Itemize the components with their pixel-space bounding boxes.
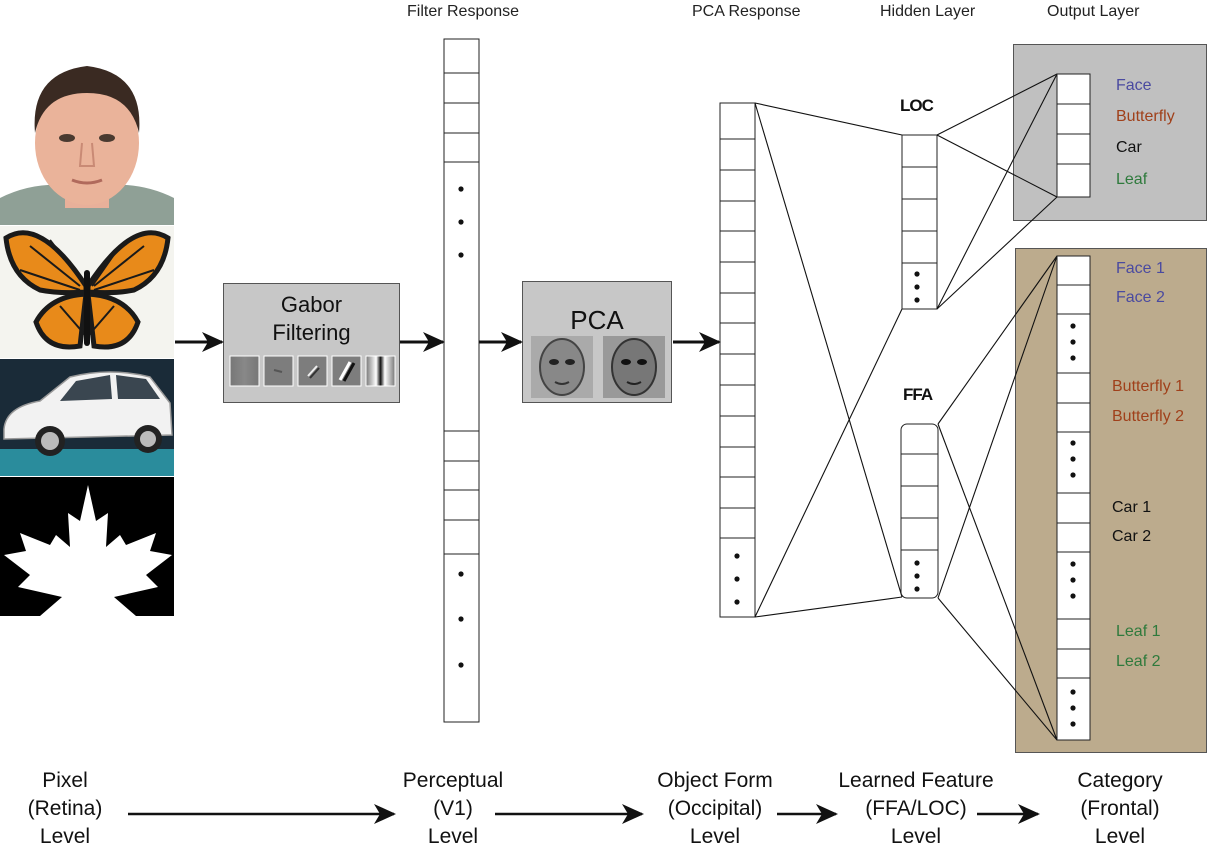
eigenface <box>531 336 593 398</box>
output-label-leaf: Leaf <box>1116 171 1148 188</box>
output-label-face-2: Face 2 <box>1116 289 1165 306</box>
gabor-kernel <box>263 355 294 387</box>
hidden-layer-title: Hidden Layer <box>880 3 976 20</box>
level-pixel: Pixel (Retina) Level <box>27 769 103 848</box>
gabor-kernel <box>365 355 396 387</box>
level-perceptual: Perceptual (V1) Level <box>402 769 504 848</box>
output-bottom-column <box>1056 255 1091 741</box>
gabor-title: Gabor <box>280 292 343 317</box>
pca-response-column <box>719 102 756 618</box>
output-label-face-1: Face 1 <box>1116 260 1165 277</box>
butterfly-image <box>0 226 174 358</box>
pca-box: PCA <box>522 281 672 403</box>
level-object-form: Object Form (Occipital) Level <box>657 769 773 848</box>
car-image <box>0 359 174 476</box>
pca-response-title: PCA Response <box>692 3 801 20</box>
level-learned-feature: Learned Feature (FFA/LOC) Level <box>838 769 994 848</box>
leaf-image <box>0 477 174 616</box>
loc-column <box>901 134 938 310</box>
output-label-face: Face <box>1116 77 1152 94</box>
face-image <box>0 48 174 225</box>
output-label-car-2: Car 2 <box>1112 528 1152 545</box>
pca-title: PCA <box>570 305 624 335</box>
pca-to-hidden-connections <box>754 102 903 618</box>
output-label-leaf-1: Leaf 1 <box>1116 623 1161 640</box>
hidden-to-output-connections <box>936 73 1058 741</box>
output-label-butterfly: Butterfly <box>1116 108 1175 125</box>
output-label-butterfly-1: Butterfly 1 <box>1112 378 1185 395</box>
gabor-filtering-box: Gabor Filtering <box>223 283 400 403</box>
gabor-kernel <box>331 355 362 387</box>
output-label-leaf-2: Leaf 2 <box>1116 653 1161 670</box>
filter-response-column <box>443 38 480 723</box>
gabor-kernel <box>229 355 260 387</box>
gabor-subtitle: Filtering <box>272 320 351 345</box>
output-label-car-1: Car 1 <box>1112 499 1152 516</box>
level-category: Category (Frontal) Level <box>1077 769 1163 848</box>
output-label-car: Car <box>1116 139 1142 156</box>
loc-label: LOC <box>900 96 934 115</box>
ffa-label: FFA <box>903 385 933 404</box>
output-layer-title: Output Layer <box>1047 3 1140 20</box>
ffa-column <box>900 423 939 599</box>
gabor-kernel <box>297 355 328 387</box>
eigenface <box>603 336 665 398</box>
output-top-column <box>1056 73 1091 198</box>
filter-response-title: Filter Response <box>407 3 520 20</box>
output-label-butterfly-2: Butterfly 2 <box>1112 408 1185 425</box>
